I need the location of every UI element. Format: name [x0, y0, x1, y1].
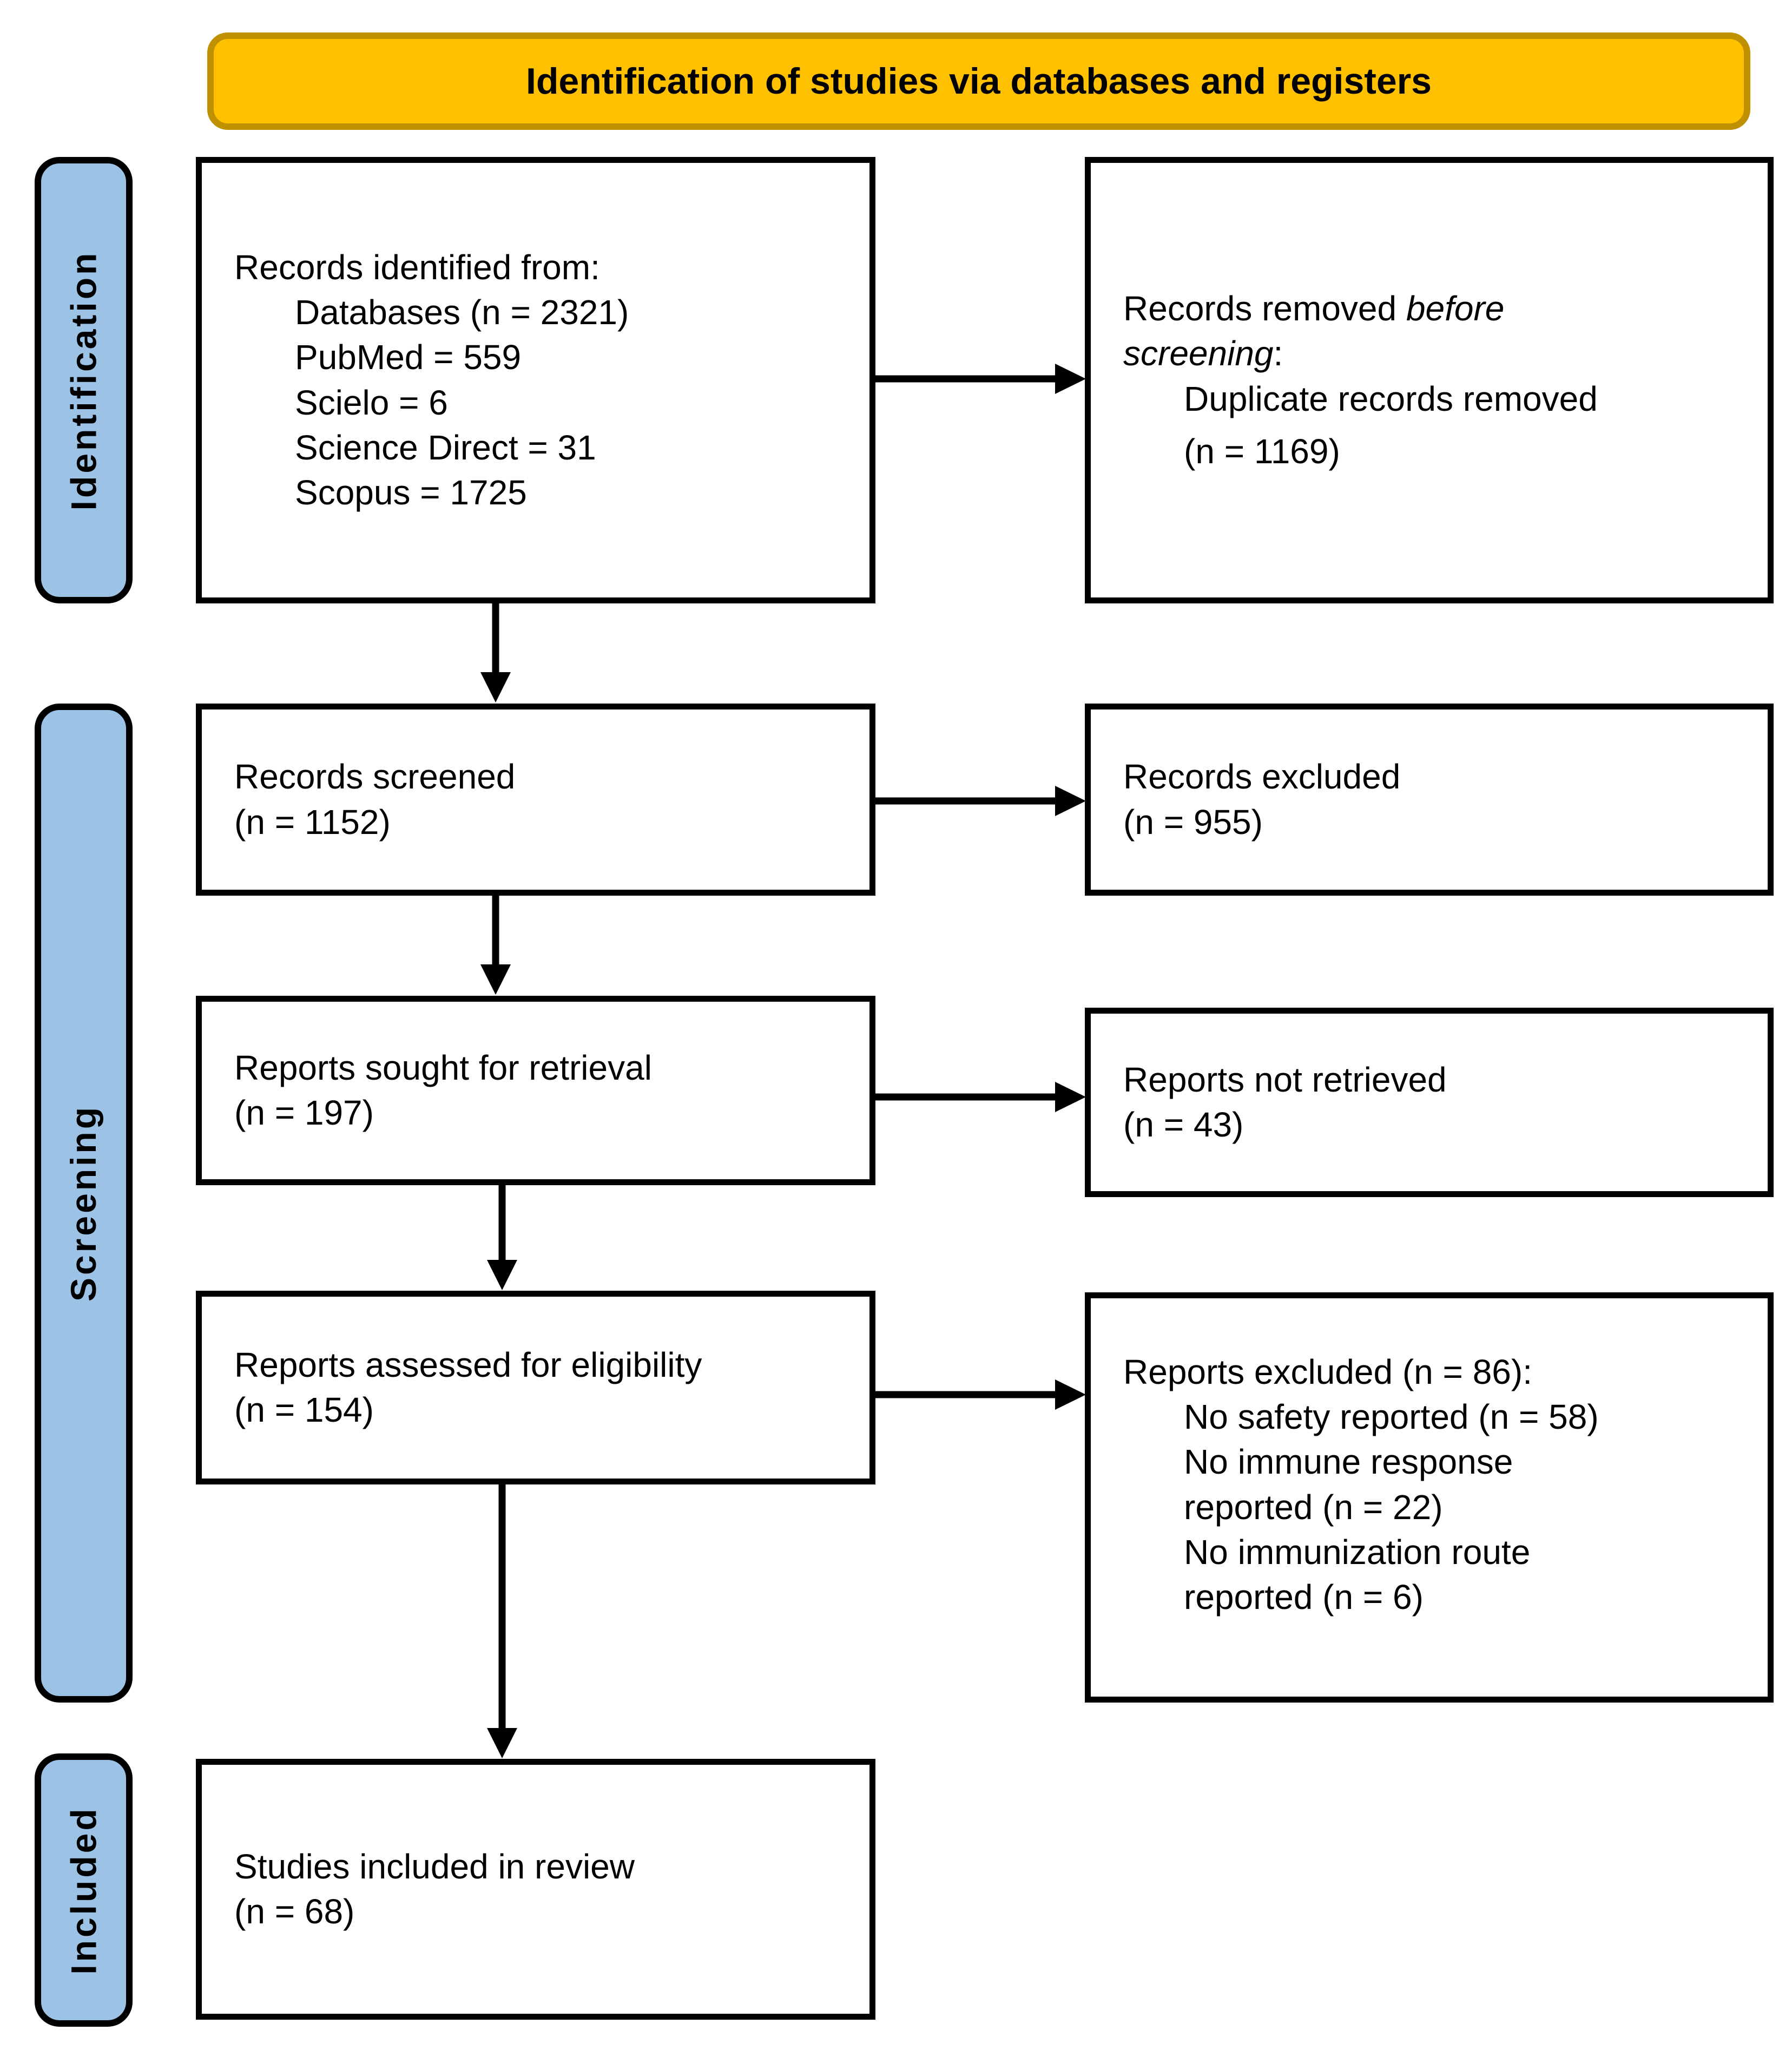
stage-label-included: Included — [35, 1753, 133, 2027]
arrowhead-right-icon — [1055, 364, 1086, 394]
box-item: Databases (n = 2321) — [295, 293, 629, 332]
box-title: Studies included in review — [234, 1847, 635, 1886]
box-title: Reports sought for retrieval — [234, 1048, 652, 1087]
box-records-excluded: Records excluded (n = 955) — [1085, 704, 1774, 896]
box-item: No immune response — [1184, 1442, 1513, 1482]
arrowhead-right-icon — [1055, 786, 1086, 816]
box-count: (n = 1152) — [234, 802, 391, 842]
box-title: Records screened — [234, 757, 516, 797]
arrowhead-down-icon — [480, 964, 511, 995]
box-title: Reports assessed for eligibility — [234, 1345, 702, 1384]
box-title: Records identified from: — [234, 247, 600, 287]
box-item: No safety reported (n = 58) — [1184, 1397, 1599, 1437]
box-title-wrap: screening: — [1123, 334, 1283, 373]
box-reports-sought: Reports sought for retrieval (n = 197) — [196, 996, 875, 1185]
stage-label-text: Included — [63, 1805, 104, 1975]
box-title: Records removed before — [1123, 289, 1505, 328]
box-records-screened: Records screened (n = 1152) — [196, 704, 875, 896]
box-item: Science Direct = 31 — [295, 428, 596, 467]
box-count: (n = 154) — [234, 1390, 374, 1429]
arrowhead-down-icon — [480, 672, 511, 702]
stage-label-text: Identification — [63, 250, 104, 510]
box-records-identified: Records identified from: Databases (n = … — [196, 157, 875, 603]
stage-label-identification: Identification — [35, 157, 133, 603]
box-title: Reports not retrieved — [1123, 1060, 1447, 1099]
box-reports-excluded: Reports excluded (n = 86): No safety rep… — [1085, 1292, 1774, 1703]
box-count: (n = 68) — [234, 1892, 355, 1931]
box-reports-not-retrieved: Reports not retrieved (n = 43) — [1085, 1008, 1774, 1197]
arrowhead-right-icon — [1055, 1082, 1086, 1112]
box-item: No immunization route — [1184, 1532, 1531, 1572]
arrowhead-right-icon — [1055, 1379, 1086, 1410]
banner: Identification of studies via databases … — [207, 32, 1750, 130]
banner-title: Identification of studies via databases … — [525, 61, 1432, 102]
box-studies-included: Studies included in review (n = 68) — [196, 1759, 875, 2020]
box-records-removed: Records removed before screening: Duplic… — [1085, 157, 1774, 603]
box-item: reported (n = 6) — [1184, 1577, 1424, 1617]
box-item: Scielo = 6 — [295, 383, 448, 422]
box-count: (n = 955) — [1123, 802, 1263, 842]
box-item: (n = 1169) — [1184, 431, 1340, 471]
box-reports-assessed: Reports assessed for eligibility (n = 15… — [196, 1291, 875, 1484]
stage-label-text: Screening — [63, 1104, 104, 1302]
box-title: Records excluded — [1123, 757, 1401, 797]
box-item: reported (n = 22) — [1184, 1487, 1443, 1527]
box-item: Duplicate records removed — [1184, 379, 1598, 418]
box-title: Reports excluded (n = 86): — [1123, 1352, 1532, 1391]
arrowhead-down-icon — [487, 1260, 517, 1290]
stage-label-screening: Screening — [35, 704, 133, 1703]
box-count: (n = 197) — [234, 1093, 374, 1132]
arrowhead-down-icon — [487, 1728, 517, 1758]
box-count: (n = 43) — [1123, 1105, 1244, 1144]
box-item: PubMed = 559 — [295, 338, 522, 377]
box-item: Scopus = 1725 — [295, 472, 527, 512]
